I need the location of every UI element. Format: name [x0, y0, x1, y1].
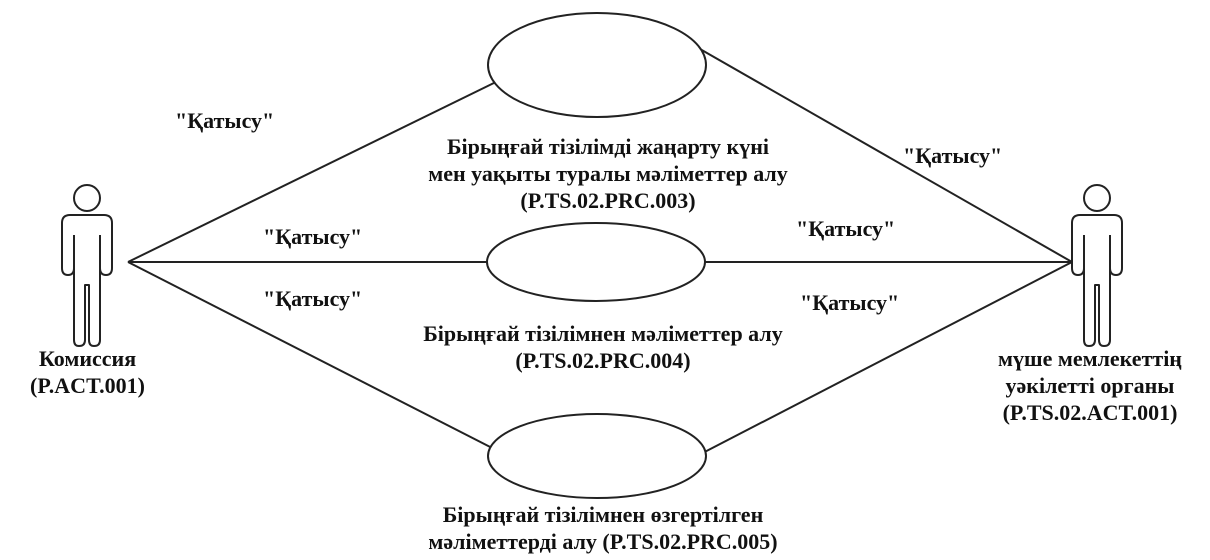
- use-case-label-line: Бірыңғай тізілімнен өзгертілген: [442, 502, 764, 527]
- edge-label-left-uc003: "Қатысу": [175, 108, 275, 133]
- person-icon: [61, 184, 113, 347]
- use-case-label-line: (P.TS.02.PRC.004): [515, 348, 691, 373]
- use-case-label-005: Бірыңғай тізілімнен өзгертілген мәліметт…: [368, 501, 838, 555]
- association-right-uc003: [692, 44, 1073, 263]
- use-case-label-line: (P.TS.02.PRC.003): [520, 188, 696, 213]
- person-icon: [1071, 184, 1123, 347]
- association-left-uc005: [127, 261, 501, 453]
- edge-label-right-uc005: "Қатысу": [800, 290, 900, 315]
- edge-label-left-uc005: "Қатысу": [263, 286, 363, 311]
- actor-name: мүше мемлекеттің: [998, 346, 1182, 371]
- edge-label-right-uc004: "Қатысу": [796, 216, 896, 241]
- use-case-label-line: Бірыңғай тізілімді жаңарту күні: [446, 134, 770, 159]
- use-case-ellipse-004: [486, 222, 706, 302]
- use-case-ellipse-005: [487, 413, 707, 499]
- actor-label-right: мүше мемлекеттің уәкілетті органы (P.TS.…: [975, 345, 1205, 426]
- actor-name: уәкілетті органы: [1005, 373, 1175, 398]
- actor-name: Комиссия: [38, 346, 137, 371]
- edge-label-right-uc003: "Қатысу": [903, 143, 1003, 168]
- use-case-label-line: мәліметтерді алу (P.TS.02.PRC.005): [428, 529, 778, 554]
- association-left-uc003: [127, 79, 501, 263]
- use-case-label-line: мен уақыты туралы мәліметтер алу: [428, 161, 788, 186]
- use-case-label-004: Бірыңғай тізілімнен мәліметтер алу (P.TS…: [368, 320, 838, 374]
- actor-code: (P.TS.02.ACT.001): [1002, 400, 1178, 425]
- use-case-label-line: Бірыңғай тізілімнен мәліметтер алу: [423, 321, 783, 346]
- actor-label-left: Комиссия (P.ACT.001): [0, 345, 175, 399]
- association-right-uc005: [692, 261, 1073, 459]
- actor-code: (P.ACT.001): [30, 373, 145, 398]
- use-case-ellipse-003: [487, 12, 707, 118]
- edge-label-left-uc004: "Қатысу": [263, 224, 363, 249]
- use-case-label-003: Бірыңғай тізілімді жаңарту күні мен уақы…: [398, 133, 818, 214]
